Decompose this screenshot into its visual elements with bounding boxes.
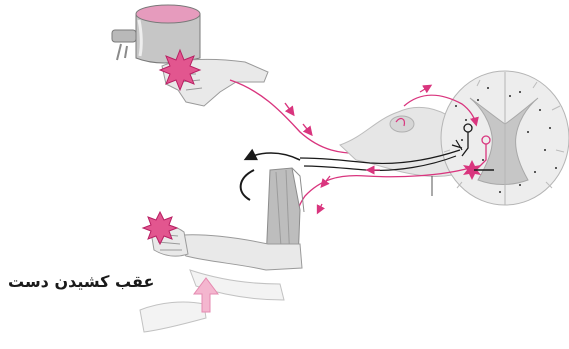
diagram-caption: عقب کشیدن دست [8,272,154,291]
hot-pot-icon [112,5,200,63]
spinal-cord [441,71,569,205]
nerve-bundle [340,107,452,196]
pain-burst-icon [143,212,177,244]
pain-burst-icon [160,50,200,90]
